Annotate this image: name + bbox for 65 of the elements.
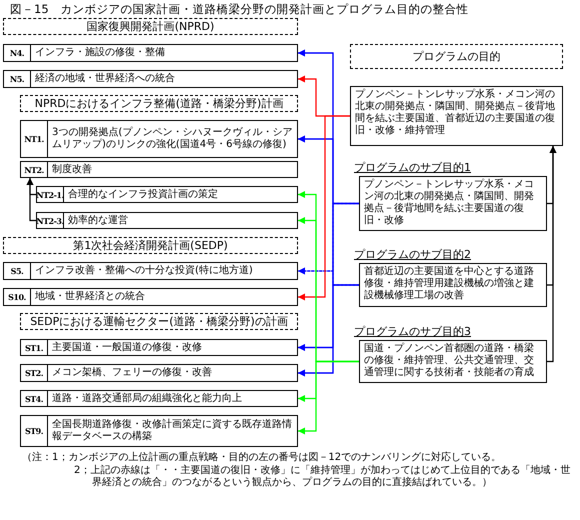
note-text: （注：1；カンボジアの上位計画の重点戦略・目的の左の番号は図－12でのナンバリングに対応している。: [22, 452, 502, 464]
plan-item-box: [3, 70, 298, 88]
plan-item-box: [3, 288, 298, 306]
connector-arrow: [298, 360, 359, 434]
plan-item-box: [36, 186, 298, 203]
sub-objective-heading: プログラムのサブ目的2: [354, 247, 471, 262]
connector-arrow: [26, 178, 36, 222]
item-text: 道路・道路交通部局の組織強化と能力向上: [51, 392, 243, 406]
plan-item-box: [20, 161, 298, 178]
plan-item-box: [20, 415, 298, 447]
section-header-box: [350, 44, 563, 69]
plan-item-box: [36, 212, 298, 229]
connector-arrow: [298, 284, 359, 376]
item-text: メコン架橋、フェリーの修復・改善: [51, 366, 213, 380]
section-title: SEDPにおける運輸セクター(道路・橋梁分野)の計画: [30, 314, 288, 329]
item-number: NT2.: [21, 162, 48, 177]
item-text: 全国長期道路修復・改修計画策定に資する既存道路情報データベースの構築: [51, 418, 293, 444]
section-title: NPRDにおけるインフラ整備(道路・橋梁分野)計画: [34, 96, 284, 111]
objective-box: [350, 86, 563, 146]
item-text: インフラ改善・整備への十分な投資(特に地方道): [34, 264, 254, 278]
objective-text: 国道・プノンペン首都圏の道路・橋梁の修復・維持管理、公共交通管理、交通管理に関する技術者・技能者の育成: [363, 342, 535, 380]
sub-objective-heading: プログラムのサブ目的3: [354, 324, 471, 339]
section-title: プログラムの目的: [412, 49, 500, 64]
item-number: N4.: [4, 45, 31, 61]
item-text: 制度改善: [51, 162, 93, 176]
note-text: 2；上記の赤線は「・・主要国道の復旧・改修」に「維持管理」が加わってはじめて上位目的である「地域・世界経済との統合」のつながるという観点から、プログラムの目的に直接結ばれている。）: [73, 464, 572, 490]
item-number: NT2-1.: [37, 187, 64, 202]
item-number: ST2.: [21, 365, 48, 381]
item-text: 経済の地域・世界経済への統合: [34, 72, 176, 86]
connector-arrow: [298, 115, 350, 300]
section-header-box: [20, 313, 298, 330]
item-text: 主要国道・一般国道の修復・改修: [51, 340, 203, 354]
plan-item-box: [3, 44, 298, 62]
objective-box: [359, 263, 547, 307]
item-text: 地域・世界経済との統合: [34, 290, 146, 304]
sub-objective-heading: プログラムのサブ目的1: [354, 160, 471, 175]
plan-item-box: [20, 390, 298, 407]
section-title: 国家復興開発計画(NPRD): [86, 19, 214, 34]
objective-text: 首都近辺の主要国道を中心とする道路修復・維持管理用建設機械の増強と建設機械修理工場の改善: [363, 264, 535, 303]
item-text: インフラ・施設の修復・整備: [34, 46, 166, 60]
item-number: ST9.: [21, 416, 48, 446]
objective-box: [359, 340, 547, 383]
section-header-box: [3, 237, 298, 254]
plan-item-box: [20, 339, 298, 356]
objective-text: プノンペン－トンレサップ水系・メコン河の北東の開発拠点・隣国間、開発拠点－後背地間を結ぶ主要国道、首都近辺の主要国道の復旧・改修・維持管理: [354, 88, 556, 138]
item-number: ST1.: [21, 340, 48, 355]
item-number: N5.: [4, 71, 31, 87]
connector-arrow: [547, 146, 556, 362]
section-header-box: [3, 18, 298, 35]
section-header-box: [20, 95, 298, 112]
item-number: NT1.: [21, 121, 48, 157]
item-text: 効率的な運営: [67, 214, 129, 228]
plan-item-box: [20, 120, 298, 158]
section-title: 第1次社会経済開発計画(SEDP): [73, 238, 228, 253]
item-text: 3つの開発拠点(プノンペン・シハヌークヴィル・シアムリアップ)のリンクの強化(国道4号・6号線の修復): [51, 126, 294, 152]
item-number: NT2-3.: [37, 213, 64, 228]
diagram-title: 図－15 カンボジアの国家計画・道路橋梁分野の開発計画とプログラム目的の整合性: [10, 2, 469, 17]
item-number: S5.: [4, 263, 31, 279]
item-text: 合理的なインフラ投資計画の策定: [67, 188, 219, 202]
plan-item-box: [20, 364, 298, 382]
item-number: S10.: [4, 289, 31, 305]
item-number: ST4.: [21, 391, 48, 406]
objective-box: [359, 176, 547, 231]
plan-item-box: [3, 262, 298, 280]
objective-text: プノンペン－トンレサップ水系・メコン河の北東の開発拠点・隣国間、開発拠点－後背地間を結ぶ主要国道の復旧・改修: [363, 178, 535, 228]
